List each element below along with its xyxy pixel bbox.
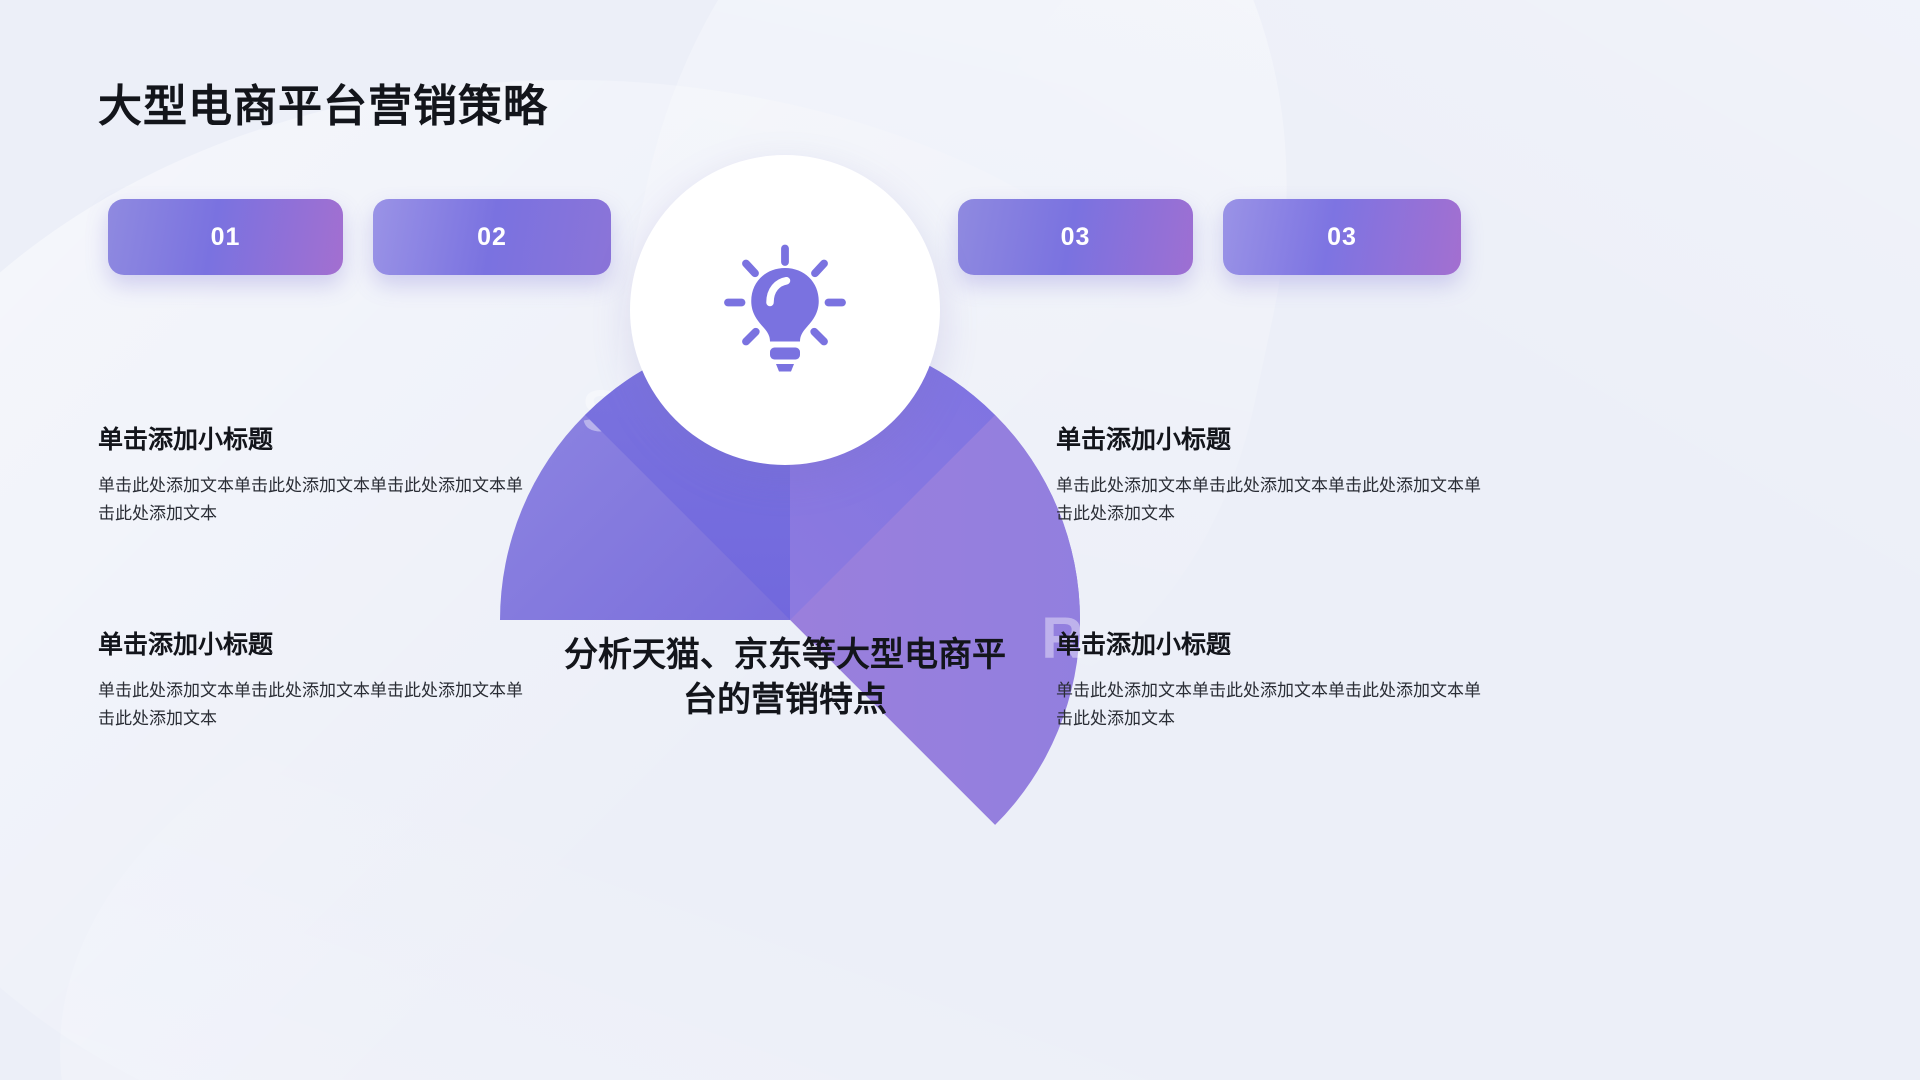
badge-label: 02	[477, 222, 507, 251]
block-body: 单击此处添加文本单击此处添加文本单击此处添加文本单击此处添加文本	[1056, 681, 1481, 728]
description-block-top-right: 单击添加小标题 单击此处添加文本单击此处添加文本单击此处添加文本单击此处添加文本	[1056, 420, 1486, 527]
description-block-bottom-right: 单击添加小标题 单击此处添加文本单击此处添加文本单击此处添加文本单击此处添加文本	[1056, 625, 1486, 732]
badge-01[interactable]: 01	[108, 199, 343, 275]
badge-02[interactable]: 02	[373, 199, 611, 275]
badge-label: 01	[210, 222, 241, 251]
center-hub	[630, 155, 940, 465]
lightbulb-icon	[724, 244, 846, 372]
block-title: 单击添加小标题	[98, 426, 274, 454]
block-title: 单击添加小标题	[1056, 426, 1232, 454]
badge-03[interactable]: 03	[958, 199, 1193, 275]
block-body: 单击此处添加文本单击此处添加文本单击此处添加文本单击此处添加文本	[98, 476, 523, 523]
block-body: 单击此处添加文本单击此处添加文本单击此处添加文本单击此处添加文本	[1056, 476, 1481, 523]
page-title: 大型电商平台营销策略	[98, 82, 548, 131]
center-headline: 分析天猫、京东等大型电商平台的营销特点	[564, 636, 1006, 719]
badge-04[interactable]: 03	[1223, 199, 1461, 275]
description-block-top-left: 单击添加小标题 单击此处添加文本单击此处添加文本单击此处添加文本单击此处添加文本	[98, 420, 528, 527]
block-body: 单击此处添加文本单击此处添加文本单击此处添加文本单击此处添加文本	[98, 681, 523, 728]
description-block-bottom-left: 单击添加小标题 单击此处添加文本单击此处添加文本单击此处添加文本单击此处添加文本	[98, 625, 528, 732]
block-title: 单击添加小标题	[98, 631, 274, 659]
badge-label: 03	[1327, 222, 1357, 251]
badge-label: 03	[1060, 222, 1091, 251]
block-title: 单击添加小标题	[1056, 631, 1232, 659]
